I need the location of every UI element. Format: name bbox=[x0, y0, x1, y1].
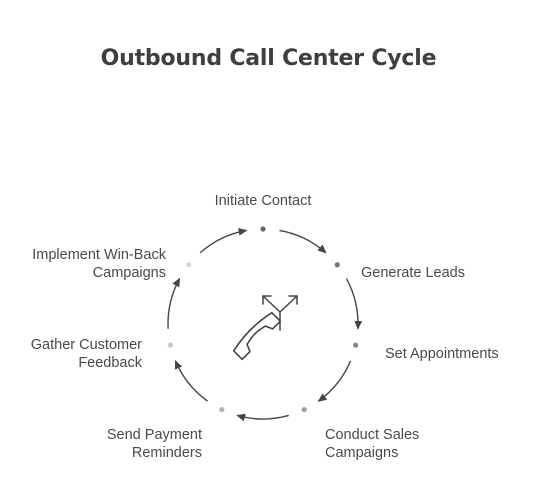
step-dot-conduct-sales bbox=[301, 406, 307, 413]
cycle-arrows bbox=[167, 227, 363, 422]
step-dot-send-payment bbox=[219, 406, 225, 413]
step-label-initiate-contact: Initiate Contact bbox=[214, 193, 312, 209]
step-label-generate-leads: Generate Leads bbox=[361, 265, 465, 281]
cycle-arrow-set-appointments bbox=[317, 360, 352, 402]
diagram-title: Outbound Call Center Cycle bbox=[100, 46, 437, 71]
cycle-arrow-send-payment bbox=[174, 359, 208, 402]
cycle-arrow-implement-win-back bbox=[199, 227, 248, 254]
step-label-gather-customer-feedback: Gather Customer Feedback bbox=[30, 337, 142, 371]
step-dot-set-appointments bbox=[353, 342, 359, 348]
step-dot-implement-win-back bbox=[186, 262, 192, 268]
step-label-set-appointments: Set Appointments bbox=[385, 346, 499, 362]
phone-icon bbox=[232, 311, 282, 361]
cycle-arrow-gather-feedback bbox=[167, 277, 181, 329]
cycle-dots bbox=[167, 226, 359, 413]
step-label-send-payment-reminders: Send Payment Reminders bbox=[106, 427, 202, 461]
step-label-implement-win-back-campaigns: Implement Win-Back Campaigns bbox=[32, 247, 166, 281]
cycle-arrow-conduct-sales bbox=[236, 413, 289, 422]
step-label-conduct-sales-campaigns: Conduct Sales Campaigns bbox=[325, 427, 420, 461]
step-dot-gather-feedback bbox=[167, 342, 173, 348]
split-arrows-icon bbox=[262, 295, 298, 331]
cycle-arrow-initiate-contact bbox=[279, 229, 327, 254]
step-dot-generate-leads bbox=[334, 262, 340, 268]
step-dot-initiate-contact bbox=[260, 226, 266, 232]
cycle-arrow-generate-leads bbox=[345, 278, 363, 330]
